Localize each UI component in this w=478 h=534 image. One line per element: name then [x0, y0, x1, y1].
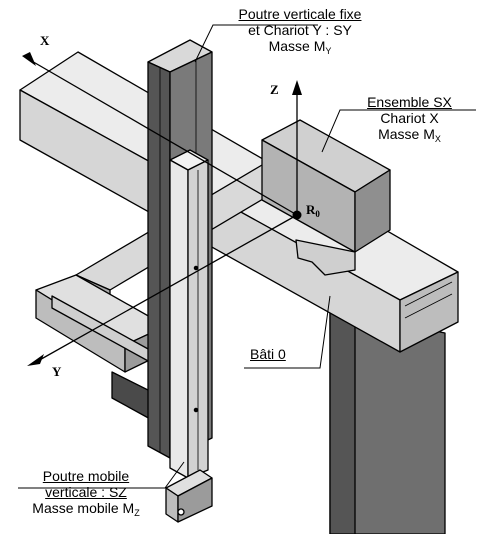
- label-sx-sub: X: [434, 134, 441, 144]
- label-bati: Bâti 0: [250, 346, 286, 362]
- sz-mobile-beam: [165, 149, 213, 523]
- label-sx-line3-wrap: Masse MX: [342, 126, 477, 147]
- label-sy-line3-wrap: Masse MY: [220, 38, 380, 59]
- label-sy: Poutre verticale fixe et Chariot Y : SY …: [220, 6, 380, 59]
- label-bati-text: Bâti 0: [250, 346, 286, 362]
- label-sx: Ensemble SX Chariot X Masse MX: [342, 94, 477, 147]
- label-sy-sub: Y: [325, 46, 332, 56]
- origin-sub: 0: [315, 209, 320, 219]
- axis-z-label: Z: [270, 82, 279, 97]
- label-sz: Poutre mobile verticale : SZ Masse mobil…: [6, 468, 166, 521]
- label-sz-line3-wrap: Masse mobile MZ: [6, 500, 166, 521]
- label-sz-line2: verticale : SZ: [45, 484, 127, 500]
- label-sy-line2: et Chariot Y : SY: [248, 22, 352, 38]
- label-sy-line1: Poutre verticale fixe: [238, 6, 362, 22]
- axes: [22, 52, 302, 366]
- label-sx-line3: Masse M: [378, 126, 435, 142]
- leader-lines: [18, 24, 476, 489]
- label-sz-sub: Z: [134, 508, 140, 518]
- label-sx-line1: Ensemble SX: [367, 94, 452, 110]
- origin-label: R0: [306, 202, 320, 222]
- label-sz-line1: Poutre mobile: [42, 468, 130, 484]
- label-sx-line2: Chariot X: [380, 110, 439, 126]
- label-sy-line3: Masse M: [268, 38, 326, 54]
- axis-y-label: Y: [52, 364, 62, 379]
- label-sz-line3: Masse mobile M: [32, 500, 135, 516]
- axis-x-label: X: [40, 33, 50, 48]
- origin-letter: R: [306, 202, 316, 217]
